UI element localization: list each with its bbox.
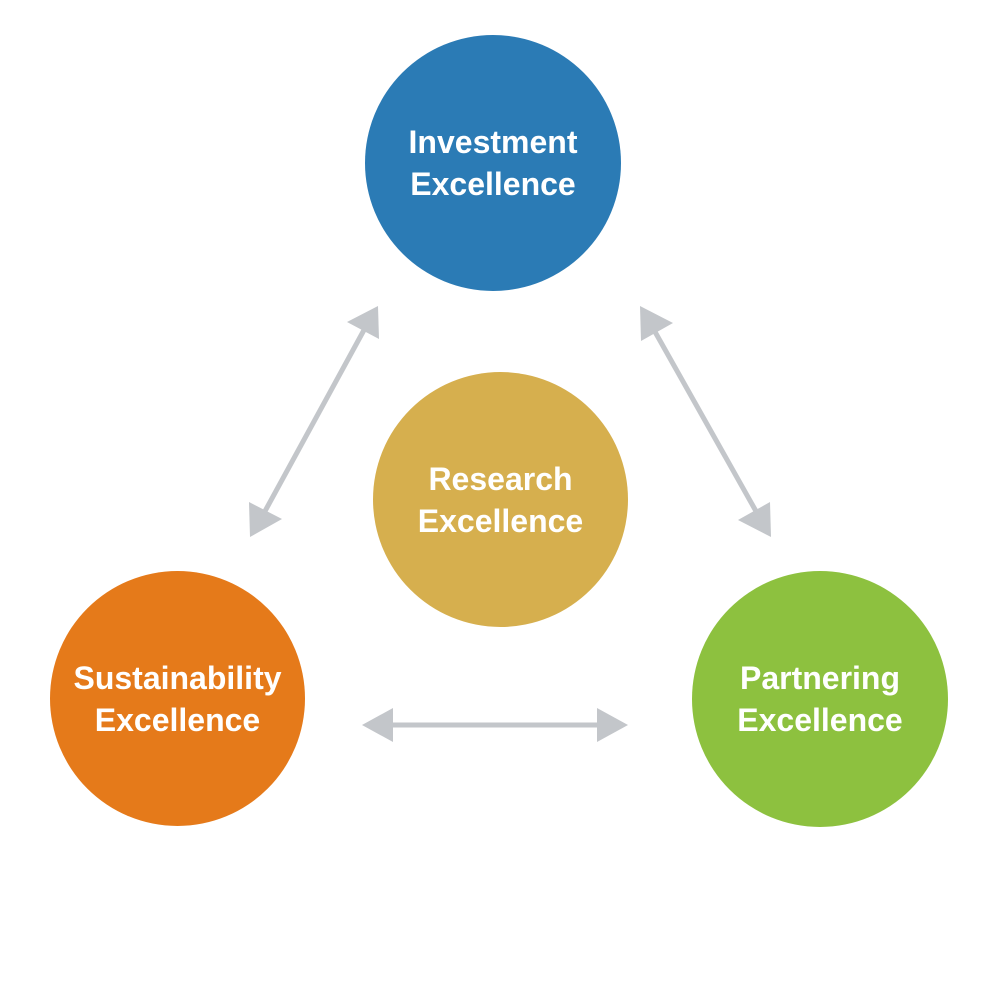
node-label: Investment Excellence xyxy=(409,121,578,205)
node-label-line1: Investment xyxy=(408,124,578,160)
node-label-line2: Excellence xyxy=(94,701,261,738)
arrowhead-icon xyxy=(640,306,673,341)
node-label: Research Excellence xyxy=(418,458,583,542)
node-label: Partnering Excellence xyxy=(737,657,902,741)
arrow-line xyxy=(651,328,760,515)
arrow-line xyxy=(261,328,367,515)
node-label-line2: Excellence xyxy=(737,702,903,738)
partnering-excellence-circle: Partnering Excellence xyxy=(692,571,948,827)
sustainability-excellence-circle: Sustainability Excellence xyxy=(50,571,305,826)
node-label-line1: Research xyxy=(428,460,573,497)
arrowhead-icon xyxy=(347,306,379,339)
node-label-line1: Sustainability xyxy=(73,659,282,696)
research-excellence-circle: Research Excellence xyxy=(373,372,628,627)
arrowhead-icon xyxy=(738,502,771,537)
node-label-line1: Partnering xyxy=(739,660,900,696)
arrowhead-icon xyxy=(362,708,393,742)
node-label: Sustainability Excellence xyxy=(73,657,281,741)
investment-excellence-circle: Investment Excellence xyxy=(365,35,621,291)
node-label-line2: Excellence xyxy=(417,502,584,539)
arrow-sustainability-partnering xyxy=(362,708,628,742)
arrowhead-icon xyxy=(597,708,628,742)
arrow-investment-partnering xyxy=(640,306,771,537)
node-label-line2: Excellence xyxy=(410,166,576,202)
arrowhead-icon xyxy=(249,502,282,537)
arrow-investment-sustainability xyxy=(249,306,379,537)
